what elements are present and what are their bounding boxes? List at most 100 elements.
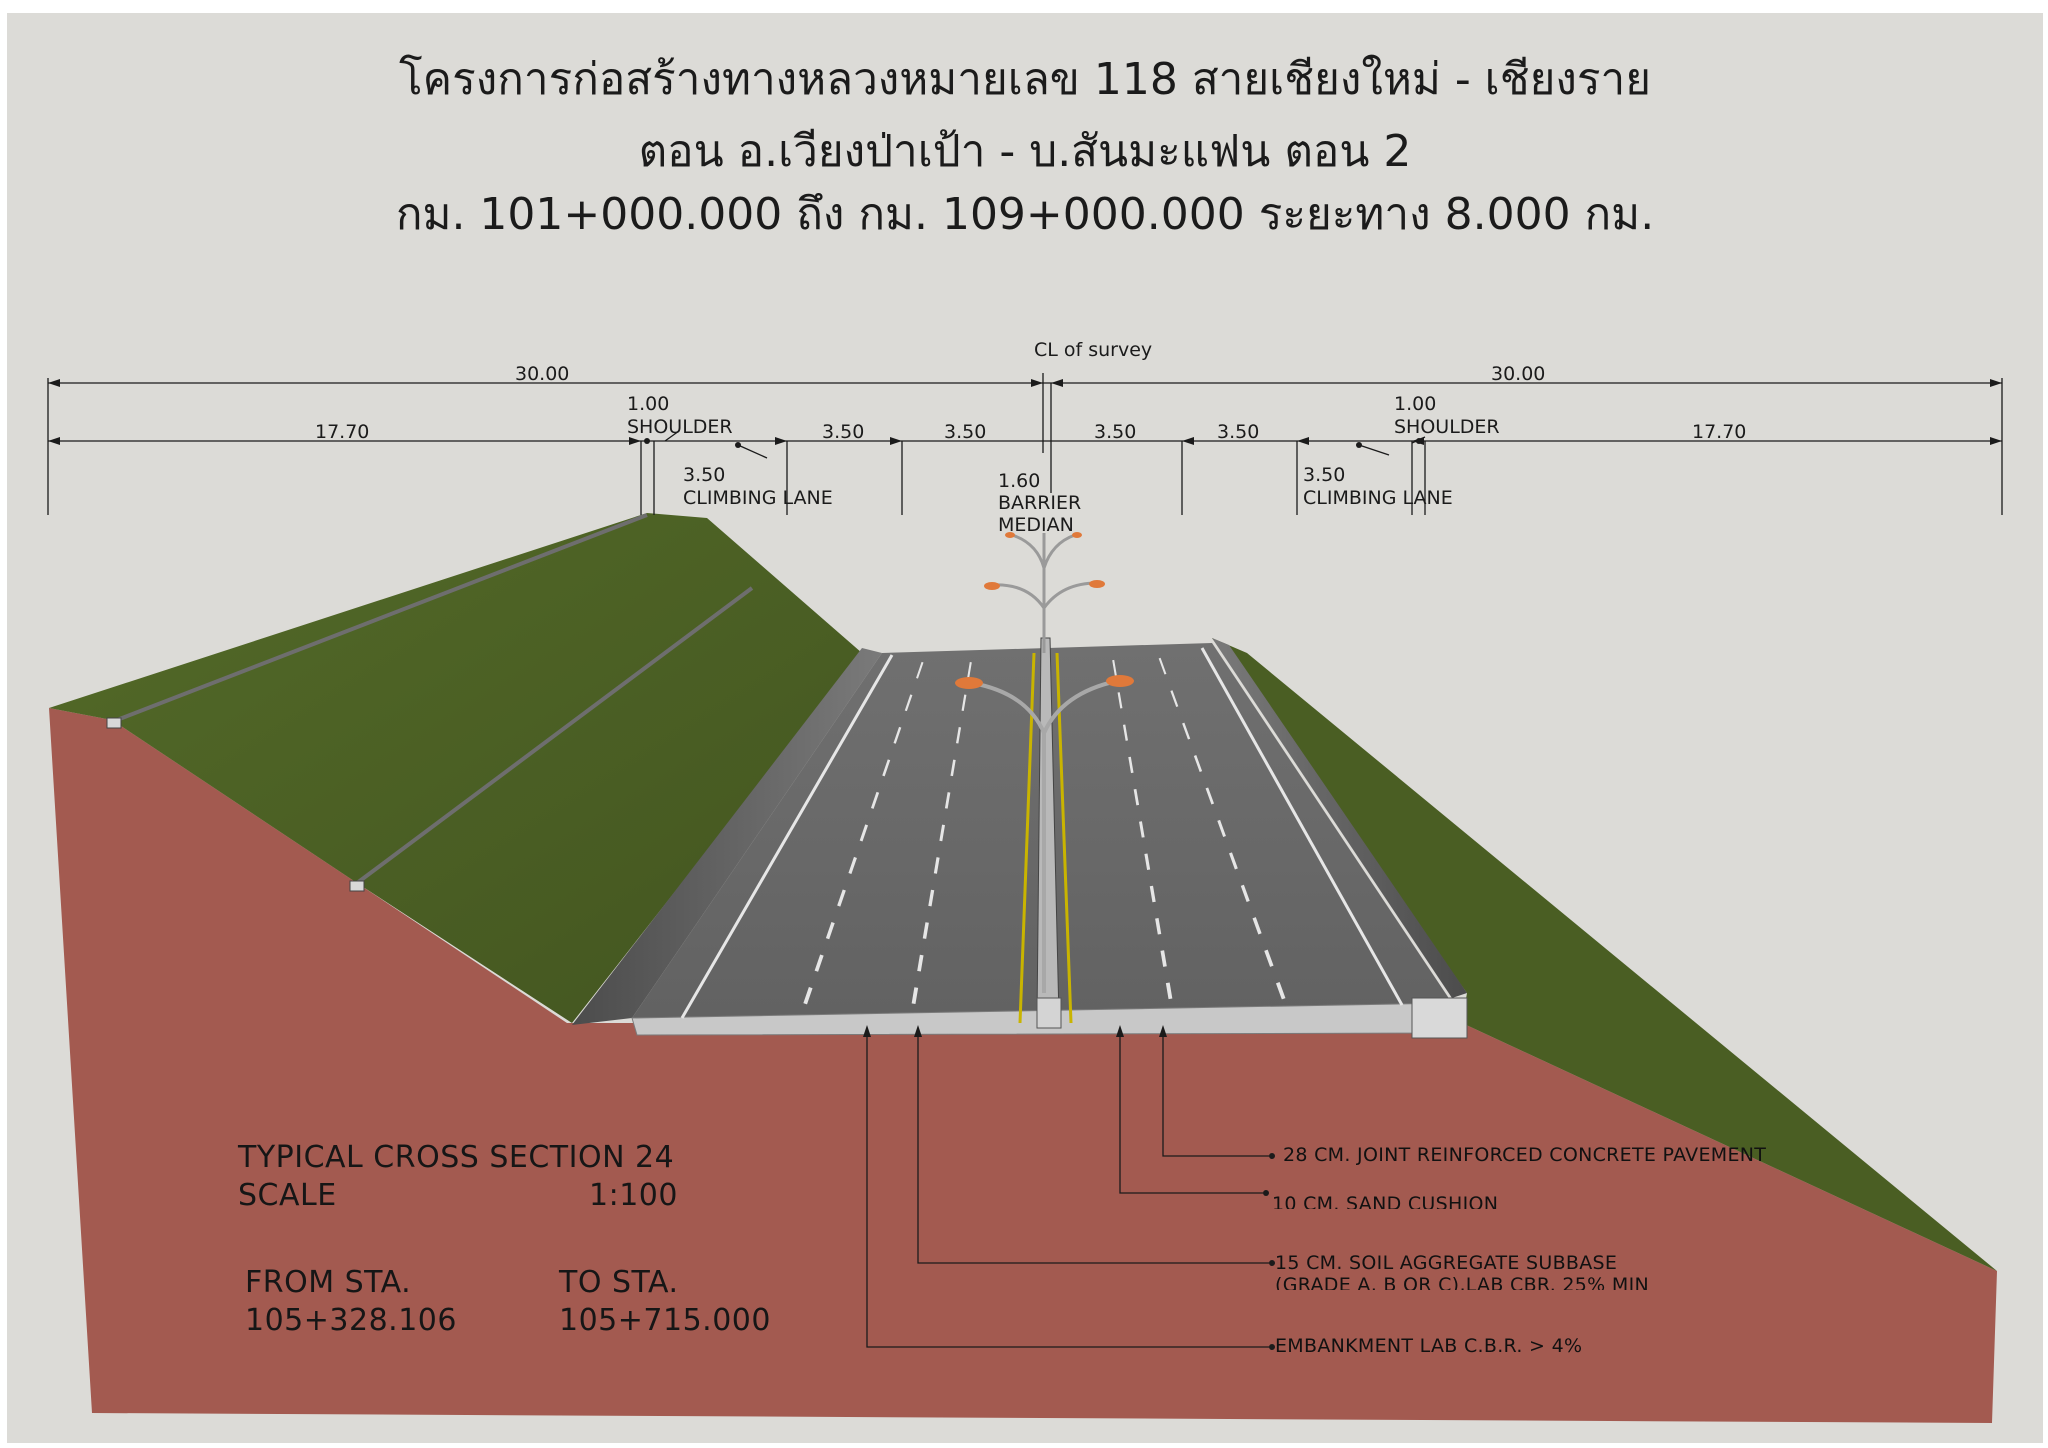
lane-dash: [904, 694, 913, 712]
lane-dash: [848, 856, 857, 875]
layer-note-embankment: EMBANKMENT LAB C.B.R. > 4%: [1275, 1335, 1583, 1357]
lane-dash: [1160, 950, 1167, 967]
scale-value: 1:100: [589, 1178, 678, 1213]
left-slope-width: 17.70: [315, 421, 370, 443]
lamp-head: [984, 582, 1000, 590]
lane-width-1: 3.50: [822, 421, 865, 443]
lane-dash: [814, 954, 824, 972]
lane-dash: [1264, 949, 1274, 967]
left-edge-line: [680, 654, 894, 1019]
lane-dash: [1217, 819, 1226, 837]
to-station-value: 105+715.000: [559, 1303, 771, 1338]
lane-dash: [917, 954, 924, 972]
centerline-label: CL of survey: [1034, 339, 1153, 361]
dimension-lines: [47, 373, 2003, 515]
right-edge-line: [1200, 647, 1404, 1006]
right-climbing-lane-width: 3.50: [1303, 464, 1346, 486]
cross-section-illustration: [47, 373, 2003, 1423]
lane-dash: [967, 661, 972, 679]
lamp-head: [1089, 580, 1105, 588]
layer-leader-lines: [866, 1030, 1269, 1348]
right-shoulder-label: SHOULDER: [1394, 416, 1500, 438]
lane-dash: [911, 987, 919, 1005]
lane-dash: [1165, 982, 1173, 1000]
right-side-wall: [1212, 638, 1467, 998]
lane-width-2: 3.50: [944, 421, 987, 443]
lane-dash: [859, 824, 869, 842]
lane-markings: [803, 657, 1286, 1005]
left-shoulder-width: 1.00: [627, 393, 670, 415]
embankment-soil: [49, 708, 1997, 1423]
lamp-head: [955, 677, 983, 689]
median-barrier-base: [1036, 997, 1062, 1029]
left-total-width: 30.00: [515, 363, 570, 385]
left-slope-grass: [49, 513, 862, 1023]
lane-dash: [928, 889, 935, 907]
median-label-median: MEDIAN: [998, 514, 1074, 536]
left-drain-box-upper: [106, 717, 122, 729]
street-light-near: [971, 679, 1118, 993]
lane-width-4: 3.50: [1217, 421, 1260, 443]
lane-dash: [1155, 917, 1162, 935]
lane-dash: [1275, 982, 1286, 1000]
layer-note-subbase-grade: (GRADE A, B OR C),LAB CBR. 25% MIN: [1275, 1275, 1649, 1290]
right-slope-width: 17.70: [1692, 421, 1747, 443]
lane-dash: [803, 986, 813, 1005]
section-title: TYPICAL CROSS SECTION 24: [238, 1140, 675, 1175]
lane-dash: [1252, 917, 1262, 935]
from-station-label: FROM STA.: [245, 1265, 412, 1300]
lane-dash: [1117, 692, 1123, 709]
right-slope-grass: [1212, 638, 1997, 1271]
lane-dash: [893, 726, 902, 744]
lane-dash: [882, 759, 891, 777]
left-berm-drain-lower: [355, 586, 754, 885]
lane-dash: [922, 922, 929, 939]
from-station-value: 105+328.106: [245, 1303, 457, 1338]
right-curb-block: [1411, 997, 1468, 1039]
lane-dash: [825, 921, 835, 940]
lane-dash: [1182, 722, 1191, 740]
lane-dash: [961, 694, 967, 711]
lane-dash: [1158, 657, 1167, 675]
drawing-sheet: โครงการก่อสร้างทางหลวงหมายเลข 118 สายเชี…: [7, 13, 2043, 1443]
lane-dash: [916, 661, 924, 679]
lane-dash: [939, 824, 945, 842]
lane-dash: [1240, 884, 1250, 902]
layer-note-concrete-pavement: 28 CM. JOINT REINFORCED CONCRETE PAVEMEN…: [1283, 1144, 1767, 1166]
lane-dash: [837, 889, 846, 907]
median-yellow-right: [1055, 652, 1073, 1024]
lane-dash: [1229, 852, 1238, 870]
project-title-line-3: กม. 101+000.000 ถึง กม. 109+000.000 ระยะ…: [395, 189, 1655, 240]
right-climbing-lane-label: CLIMBING LANE: [1303, 487, 1453, 509]
lane-dash: [1112, 659, 1117, 677]
lane-dash: [1193, 755, 1203, 773]
project-title-line-2: ตอน อ.เวียงป่าเป้า - บ.สันมะแฟน ตอน 2: [638, 126, 1412, 177]
lane-dash: [1149, 885, 1156, 903]
left-climbing-lane-width: 3.50: [683, 464, 726, 486]
lane-dash: [1205, 787, 1215, 805]
lane-dash: [1128, 756, 1134, 774]
lane-dash: [944, 792, 951, 809]
right-total-width: 30.00: [1491, 363, 1546, 385]
left-drain-box-lower: [349, 880, 365, 892]
lane-dash: [956, 727, 962, 744]
layer-leader-arrows: [863, 1025, 1275, 1350]
lane-width-3: 3.50: [1094, 421, 1137, 443]
dimension-arrows: [48, 379, 2002, 448]
layer-note-sand-cushion: 10 CM. SAND CUSHION: [1272, 1194, 1499, 1209]
street-light-far: [991, 533, 1098, 653]
lane-dash: [933, 857, 940, 874]
layer-note-subbase: 15 CM. SOIL AGGREGATE SUBBASE: [1275, 1252, 1618, 1274]
lamp-head: [1005, 532, 1015, 538]
lane-dash: [870, 791, 880, 809]
lamp-head: [1106, 675, 1134, 687]
lamp-head: [1072, 532, 1082, 538]
lane-dash: [1144, 853, 1151, 870]
lane-dash: [1170, 690, 1179, 708]
scale-label: SCALE: [238, 1178, 337, 1213]
project-title-line-1: โครงการก่อสร้างทางหลวงหมายเลข 118 สายเชี…: [399, 54, 1651, 105]
median-label-barrier: BARRIER: [998, 492, 1082, 514]
left-climbing-lane-label: CLIMBING LANE: [683, 487, 833, 509]
right-shoulder-width: 1.00: [1394, 393, 1437, 415]
lane-dash: [1133, 788, 1140, 806]
